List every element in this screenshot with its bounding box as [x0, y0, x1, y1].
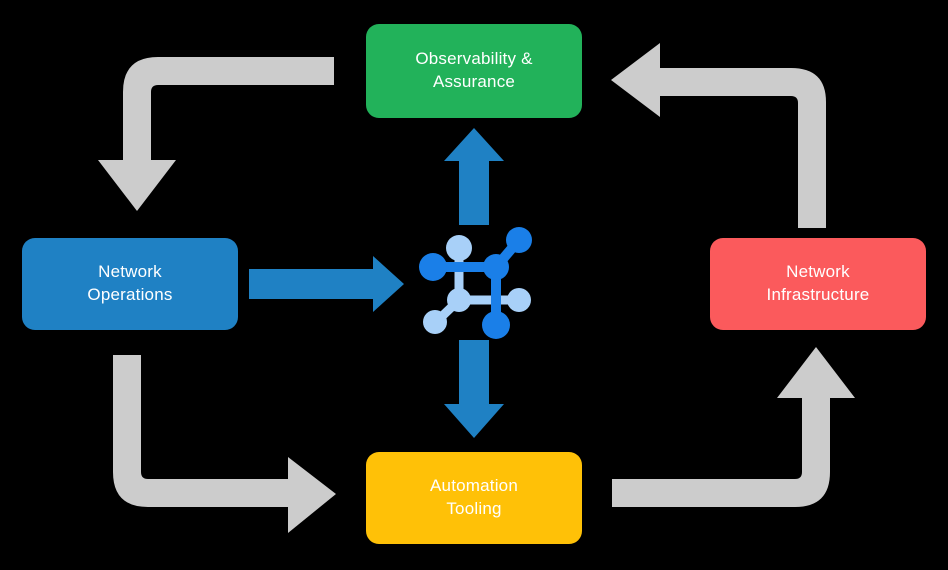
arrow-observability-to-operations [98, 57, 334, 211]
arrow-core-to-automation [444, 340, 504, 438]
arrow-operations-to-automation [113, 355, 336, 533]
node-box-observability-assurance[interactable] [366, 24, 582, 118]
arrow-infrastructure-to-observability [611, 43, 826, 228]
arrow-operations-to-core [249, 256, 404, 312]
node-boxes [22, 24, 926, 544]
node-box-network-infrastructure[interactable] [710, 238, 926, 330]
arrow-core-to-observability [444, 128, 504, 225]
node-box-network-operations[interactable] [22, 238, 238, 330]
node-box-automation-tooling[interactable] [366, 452, 582, 544]
arrow-automation-to-infrastructure [612, 347, 855, 507]
network-topology-icon [419, 227, 532, 339]
